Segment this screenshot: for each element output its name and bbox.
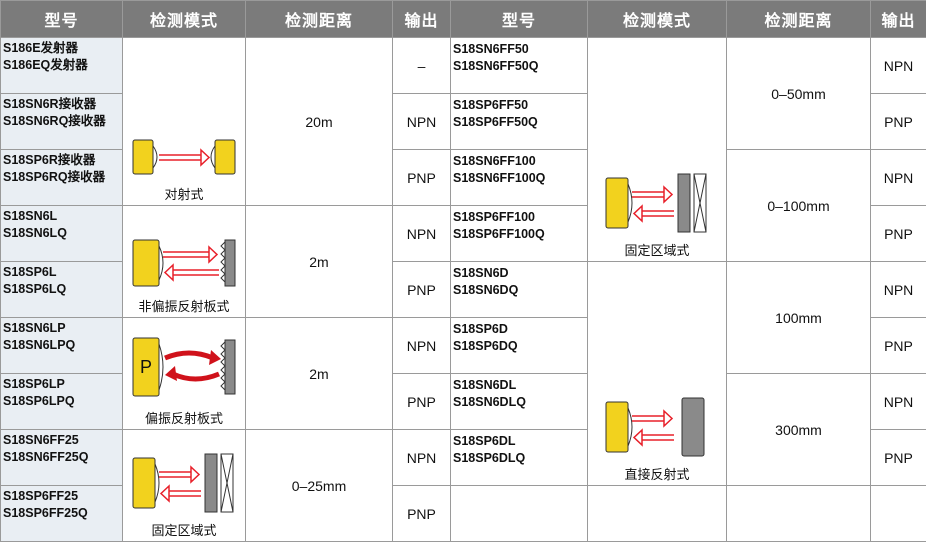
model-cell: S18SN6L S18SN6LQ — [1, 206, 123, 262]
output-cell: PNP — [871, 206, 926, 262]
mode-label: 固定区域式 — [123, 520, 245, 539]
model-cell: S18SP6R接收器 S18SP6RQ接收器 — [1, 150, 123, 206]
output-cell: NPN — [393, 94, 451, 150]
model-cell: S186E发射器 S186EQ发射器 — [1, 38, 123, 94]
mode-cell-fixed-field-left: 固定区域式 — [123, 430, 246, 542]
retroreflective-diagram — [129, 232, 239, 294]
model-cell: S18SN6D S18SN6DQ — [451, 262, 588, 318]
model-cell: S18SP6FF25 S18SP6FF25Q — [1, 486, 123, 542]
header-model: 型号 — [1, 1, 123, 38]
model-cell: S18SP6D S18SP6DQ — [451, 318, 588, 374]
header-row: 型号 检测模式 检测距离 输出 型号 检测模式 检测距离 输出 — [1, 1, 926, 38]
through-beam-diagram — [129, 132, 239, 182]
distance-cell: 100mm — [727, 262, 871, 374]
output-cell: PNP — [393, 150, 451, 206]
output-cell: – — [393, 38, 451, 94]
fixed-field-diagram — [602, 168, 712, 238]
header-distance: 检测距离 — [246, 1, 393, 38]
mode-label: 直接反射式 — [588, 464, 726, 483]
header-model-right: 型号 — [451, 1, 588, 38]
mode-cell-fixed-field: 固定区域式 — [588, 38, 727, 262]
mode-label: 非偏振反射板式 — [123, 296, 245, 315]
distance-cell: 20m — [246, 38, 393, 206]
output-cell: PNP — [393, 486, 451, 542]
header-output: 输出 — [393, 1, 451, 38]
mode-cell-polarized: P 偏振反射板式 — [123, 318, 246, 430]
model-cell: S18SP6L S18SP6LQ — [1, 262, 123, 318]
output-cell: PNP — [871, 318, 926, 374]
output-cell: NPN — [393, 206, 451, 262]
empty-cell — [727, 486, 871, 542]
mode-label: 对射式 — [123, 184, 245, 203]
output-cell: PNP — [393, 262, 451, 318]
empty-cell — [588, 486, 727, 542]
model-cell: S18SN6FF100 S18SN6FF100Q — [451, 150, 588, 206]
output-cell: PNP — [871, 430, 926, 486]
distance-cell: 0–100mm — [727, 150, 871, 262]
distance-cell: 2m — [246, 318, 393, 430]
mode-label: 偏振反射板式 — [123, 408, 245, 427]
polarized-retroreflective-diagram: P — [129, 328, 239, 406]
mode-cell-retroreflective: 非偏振反射板式 — [123, 206, 246, 318]
diffuse-diagram — [602, 392, 712, 462]
distance-cell: 0–25mm — [246, 430, 393, 542]
distance-cell: 0–50mm — [727, 38, 871, 150]
empty-cell — [871, 486, 926, 542]
header-output-right: 输出 — [871, 1, 926, 38]
model-cell: S18SN6FF50 S18SN6FF50Q — [451, 38, 588, 94]
model-cell: S18SN6DL S18SN6DLQ — [451, 374, 588, 430]
model-cell: S18SP6DL S18SP6DLQ — [451, 430, 588, 486]
mode-cell-diffuse: 直接反射式 — [588, 262, 727, 486]
fixed-field-diagram-left — [129, 448, 239, 518]
output-cell: NPN — [393, 430, 451, 486]
model-cell: S18SN6LP S18SN6LPQ — [1, 318, 123, 374]
model-cell: S18SP6LP S18SP6LPQ — [1, 374, 123, 430]
model-cell: S18SP6FF50 S18SP6FF50Q — [451, 94, 588, 150]
output-cell: NPN — [871, 150, 926, 206]
header-mode: 检测模式 — [123, 1, 246, 38]
model-cell: S18SN6R接收器 S18SN6RQ接收器 — [1, 94, 123, 150]
output-cell: NPN — [871, 38, 926, 94]
output-cell: PNP — [871, 94, 926, 150]
table-row: S186E发射器 S186EQ发射器 对射式 20m – S18SN6FF50 — [1, 38, 926, 94]
mode-label: 固定区域式 — [588, 240, 726, 259]
model-cell: S18SP6FF100 S18SP6FF100Q — [451, 206, 588, 262]
empty-cell — [451, 486, 588, 542]
output-cell: PNP — [393, 374, 451, 430]
output-cell: NPN — [871, 262, 926, 318]
header-mode-right: 检测模式 — [588, 1, 727, 38]
header-distance-right: 检测距离 — [727, 1, 871, 38]
distance-cell: 300mm — [727, 374, 871, 486]
distance-cell: 2m — [246, 206, 393, 318]
output-cell: NPN — [871, 374, 926, 430]
mode-cell-through-beam: 对射式 — [123, 38, 246, 206]
output-cell: NPN — [393, 318, 451, 374]
model-cell: S18SN6FF25 S18SN6FF25Q — [1, 430, 123, 486]
polarized-symbol: P — [140, 357, 152, 377]
